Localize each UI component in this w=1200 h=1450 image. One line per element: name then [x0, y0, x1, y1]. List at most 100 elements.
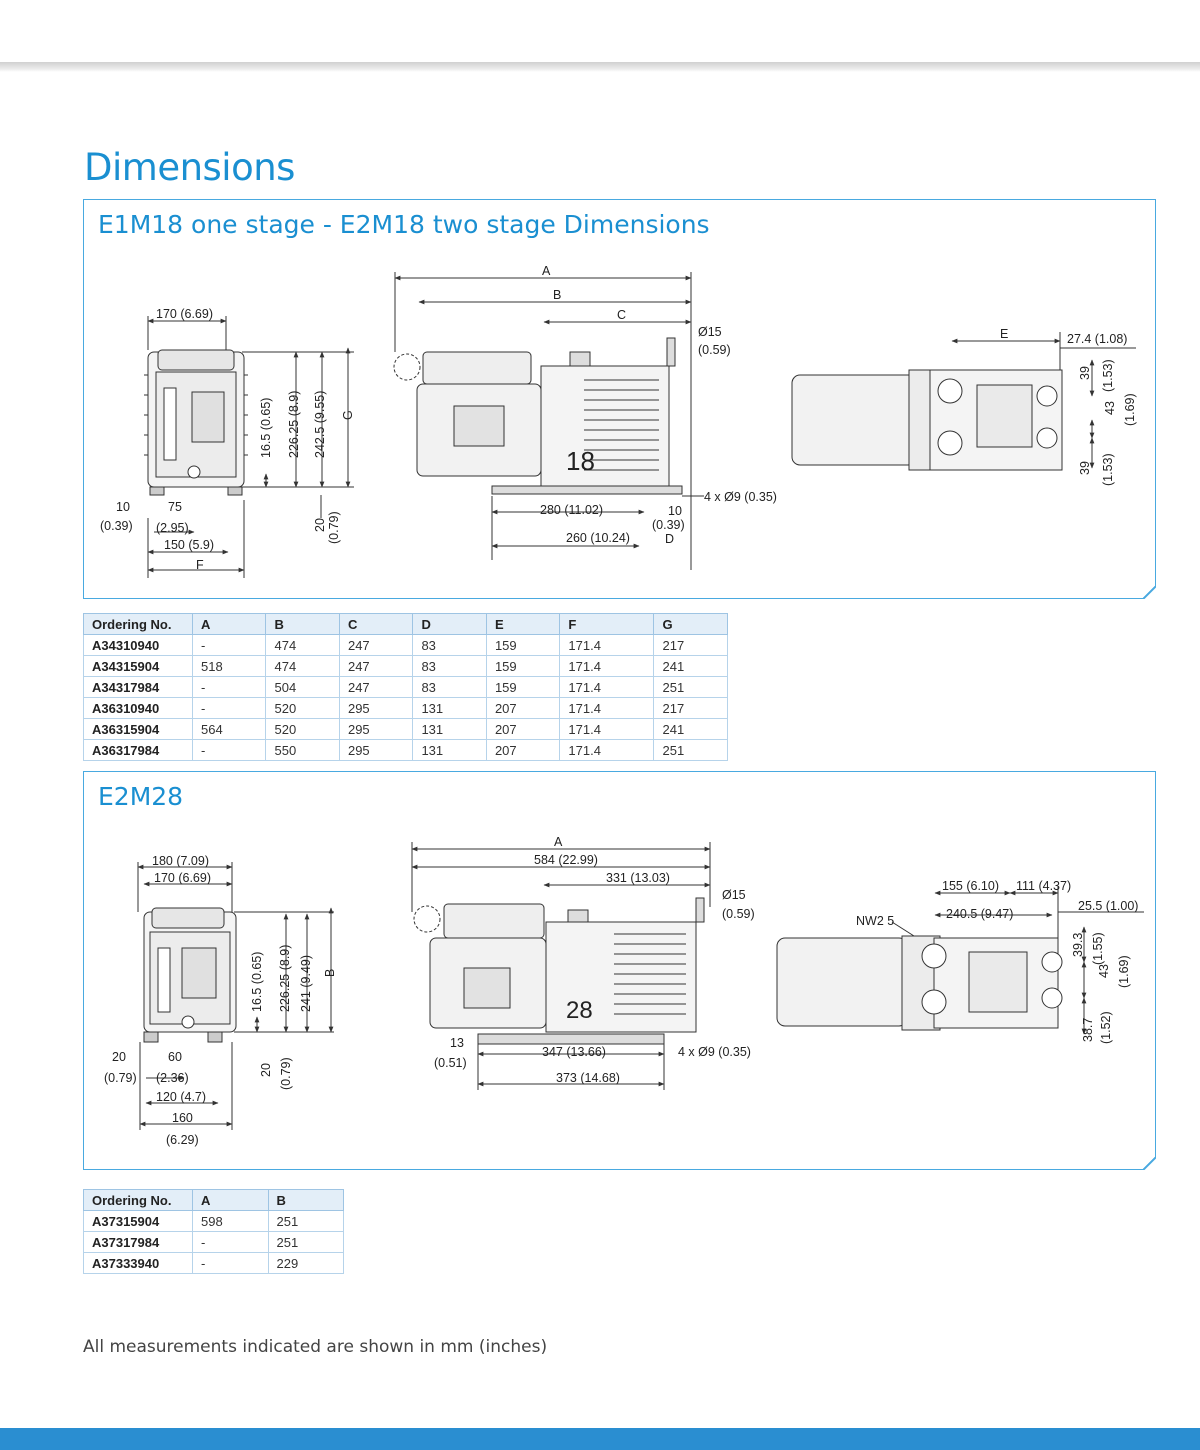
s1-d15: Ø15 — [698, 325, 722, 339]
table-header-row: Ordering No. A B C D E F G — [83, 613, 728, 635]
table-row: A37317984 - 251 — [83, 1231, 344, 1253]
section1-table: Ordering No. A B C D E F G A34310940 - 4… — [83, 613, 728, 761]
s2-v39-in: (1.55) — [1091, 932, 1105, 965]
s1-v39a: 39 — [1078, 366, 1092, 380]
s2-v38: 38.7 — [1081, 1018, 1095, 1042]
s1-w260: 260 (10.24) — [566, 531, 630, 545]
cell: 251 — [267, 1231, 344, 1253]
bottom-bar — [0, 1428, 1200, 1450]
col-a: A — [192, 1189, 269, 1211]
cell: 171.4 — [559, 697, 655, 719]
s2-d15-in: (0.59) — [722, 907, 755, 921]
s2-w60-in: (2.36) — [156, 1071, 189, 1085]
cell: 474 — [265, 634, 340, 656]
s2-h1: 16.5 (0.65) — [250, 952, 264, 1012]
s1-b: B — [553, 288, 561, 302]
s1-w75-in: (2.95) — [156, 521, 189, 535]
s2-w155: 155 (6.10) — [942, 879, 999, 893]
s2-w347: 347 (13.66) — [542, 1045, 606, 1059]
col-e: E — [485, 613, 561, 635]
cell: 598 — [192, 1210, 269, 1232]
s1-holes: 4 x Ø9 (0.35) — [704, 490, 777, 504]
cell: 520 — [265, 697, 340, 719]
s2-left20: 20 — [112, 1050, 126, 1064]
s1-w75: 75 — [168, 500, 182, 514]
s2-foot-in: (0.79) — [279, 1057, 293, 1090]
s1-foot-in: (0.79) — [327, 511, 341, 544]
s2-top-view — [776, 935, 1063, 1031]
s1-d15-in: (0.59) — [698, 343, 731, 357]
s2-v43: 43 — [1097, 964, 1111, 978]
s2-h2: 226.25 (8.9) — [278, 945, 292, 1012]
s1-w150: 150 (5.9) — [164, 538, 214, 552]
cell-ordering-no: A34317984 — [83, 676, 193, 698]
s2-w160: 160 — [172, 1111, 193, 1125]
cell: - — [192, 1252, 269, 1274]
footnote: All measurements indicated are shown in … — [83, 1337, 548, 1357]
s2-a: A — [554, 835, 563, 849]
s1-h2: 226.25 (8.9) — [287, 391, 301, 458]
s2-w584: 584 (22.99) — [534, 853, 598, 867]
section1-panel: E1M18 one stage - E2M18 two stage Dimens… — [83, 199, 1156, 599]
col-b: B — [265, 613, 340, 635]
cell: 550 — [265, 739, 340, 761]
s1-e: E — [1000, 327, 1008, 341]
s2-w25: 25.5 (1.00) — [1078, 899, 1138, 913]
s1-left10-in: (0.39) — [100, 519, 133, 533]
section2-title: E2M28 — [98, 782, 184, 811]
s2-v39: 39.3 — [1071, 933, 1085, 957]
top-shadow-bar — [0, 62, 1200, 72]
cell: 295 — [338, 739, 414, 761]
cell: 520 — [265, 718, 340, 740]
cell: 251 — [653, 739, 728, 761]
page-title: Dimensions — [84, 146, 295, 189]
panel-corner — [1142, 585, 1156, 599]
s2-w111: 111 (4.37) — [1016, 879, 1071, 893]
s2-w13: 13 — [450, 1036, 464, 1050]
cell: 241 — [653, 655, 728, 677]
s2-side-view — [413, 897, 705, 1045]
cell-ordering-no: A37333940 — [83, 1252, 193, 1274]
s1-logo-number: 18 — [566, 446, 595, 476]
section1-title: E1M18 one stage - E2M18 two stage Dimens… — [98, 210, 710, 239]
s2-w240: 240.5 (9.47) — [946, 907, 1013, 921]
s2-holes: 4 x Ø9 (0.35) — [678, 1045, 751, 1059]
s1-g: G — [341, 410, 355, 420]
s1-v39a-in: (1.53) — [1101, 359, 1115, 392]
table-row: A34317984 - 504 247 83 159 171.4 251 — [83, 676, 728, 698]
table-row: A34315904 518 474 247 83 159 171.4 241 — [83, 655, 728, 677]
cell: 83 — [412, 655, 487, 677]
cell: 171.4 — [559, 676, 655, 698]
cell: 295 — [338, 718, 414, 740]
cell: 295 — [338, 697, 414, 719]
s1-v39b-in: (1.53) — [1101, 453, 1115, 486]
s2-nw25: NW2 5 — [856, 914, 894, 928]
s1-top-view — [791, 369, 1063, 471]
s2-foot: 20 — [259, 1063, 273, 1077]
s1-d: D — [665, 532, 674, 546]
section1-drawing: 170 (6.69) 16.5 (0.65) 226.25 (8.9) 242.… — [100, 264, 1137, 578]
s1-v39b: 39 — [1078, 461, 1092, 475]
s1-f: F — [196, 558, 204, 572]
cell: 207 — [485, 697, 561, 719]
s1-v43-in: (1.69) — [1123, 393, 1137, 426]
cell: 207 — [485, 739, 561, 761]
table-row: A36315904 564 520 295 131 207 171.4 241 — [83, 718, 728, 740]
cell: - — [191, 697, 267, 719]
cell: 171.4 — [559, 739, 655, 761]
s2-w120: 120 (4.7) — [156, 1090, 206, 1104]
table-row: A36310940 - 520 295 131 207 171.4 217 — [83, 697, 728, 719]
cell-ordering-no: A34310940 — [83, 634, 193, 656]
s1-front-width: 170 (6.69) — [156, 307, 213, 321]
cell: 171.4 — [559, 718, 655, 740]
s2-w331: 331 (13.03) — [606, 871, 670, 885]
s1-h1: 16.5 (0.65) — [259, 398, 273, 458]
cell: 217 — [653, 697, 728, 719]
cell: 247 — [338, 676, 414, 698]
table-row: A37315904 598 251 — [83, 1210, 344, 1232]
cell: 171.4 — [559, 655, 655, 677]
s2-w13-in: (0.51) — [434, 1056, 467, 1070]
cell: 207 — [485, 718, 561, 740]
s2-v43-in: (1.69) — [1117, 955, 1131, 988]
cell: 159 — [485, 676, 561, 698]
